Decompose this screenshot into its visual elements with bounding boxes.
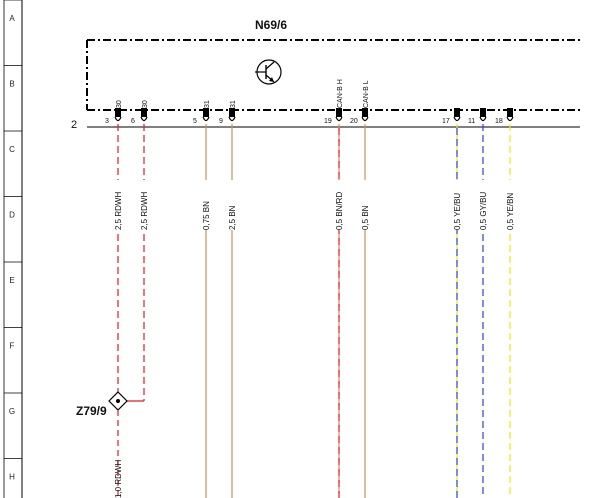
pin-20: CAN-B L 20 0,5 BN [350,80,370,498]
row-grid: A B C D E F G H [3,0,23,498]
pin-9: 31 9 2,5 BN [219,100,237,498]
row-label-c: C [9,145,15,154]
row-label-g: G [9,407,15,416]
wire-label-bg [452,180,462,230]
splice-output-wire-label: 1,0 RDWH [114,460,123,498]
pin-number: 5 [193,118,197,125]
pin-socket-icon [453,116,461,122]
pin-socket-icon [361,116,369,122]
pin-terminal [480,108,486,117]
pins-layer: 30 3 2,5 RDWH 30 6 2,5 RDWH 31 5 0,75 BN 31 9 2,5 B… [105,79,515,498]
splice-label: Z79/9 [76,404,107,418]
wire-label: 2,5 RDWH [114,192,123,230]
pin-terminal [141,108,147,117]
pin-number: 6 [131,118,135,125]
pin-18: 18 0,5 YE/BN [495,108,515,498]
pin-number: 9 [219,118,223,125]
splice-z79-9: Z79/9 1,0 RDWH [76,391,144,498]
pin-terminal [362,108,368,117]
pin-socket-icon [479,116,487,122]
pin-19: CAN-B H 19 0,5 BN/RD [324,79,344,498]
row-label-h: H [9,473,15,482]
pin-6: 30 6 2,5 RDWH [131,100,149,401]
transistor-icon [255,59,282,85]
wire-label-bg [505,180,515,230]
row-label-d: D [9,211,15,220]
pin-5: 31 5 0,75 BN [193,100,211,498]
pin-terminal [229,108,235,117]
pin-socket-icon [114,116,122,122]
pin-11: 11 0,5 GY/BU [468,108,488,498]
connector-label: 2 [71,119,77,131]
pin-number: 17 [442,118,450,125]
pin-signal-label: CAN-B H [337,79,344,108]
wire-label: 0,5 BN [361,205,370,230]
wire-label: 0,5 YE/BU [453,193,462,230]
pin-number: 18 [495,118,503,125]
wire-label: 0,75 BN [202,201,211,230]
pin-number: 20 [350,118,358,125]
pin-signal-label: 31 [230,100,237,108]
row-label-f: F [10,342,15,351]
wire-label-bg [227,180,237,230]
splice-node-icon [116,399,120,403]
pin-socket-icon [506,116,514,122]
wire-label: 2,5 BN [228,205,237,230]
row-label-e: E [9,276,14,285]
pin-3: 30 3 2,5 RDWH [105,100,123,392]
wire-label: 0,5 YE/BN [506,193,515,230]
pin-number: 11 [468,118,475,125]
pin-signal-label: 31 [204,100,211,108]
pin-socket-icon [202,116,210,122]
pin-socket-icon [140,116,148,122]
pin-number: 3 [105,118,109,125]
row-label-b: B [9,80,14,89]
pin-17: 17 0,5 YE/BU [442,108,462,498]
wire-label-bg [360,180,370,230]
component-name: N69/6 [255,18,287,32]
pin-socket-icon [228,116,236,122]
wire-label-bg [478,180,488,230]
pin-number: 19 [324,118,332,125]
row-label-a: A [9,14,15,23]
wire-label: 0,5 BN/RD [335,192,344,230]
wire-label-bg [113,180,123,230]
component-n69-6: N69/6 [86,18,580,111]
pin-terminal [115,108,121,117]
pin-terminal [336,108,342,117]
component-boundary [86,39,580,111]
pin-signal-label: 30 [142,100,149,108]
pin-terminal [454,108,460,117]
pin-terminal [203,108,209,117]
wire-label: 0,5 GY/BU [479,192,488,230]
wire-label: 2,5 RDWH [140,192,149,230]
wire-label-bg [334,180,344,230]
wire-label-bg [139,180,149,230]
pin-signal-label: CAN-B L [363,80,370,108]
connector-2: 2 [71,119,580,131]
wire-label-bg [201,180,211,230]
pin-socket-icon [335,116,343,122]
pin-signal-label: 30 [116,100,123,108]
pin-terminal [507,108,513,117]
